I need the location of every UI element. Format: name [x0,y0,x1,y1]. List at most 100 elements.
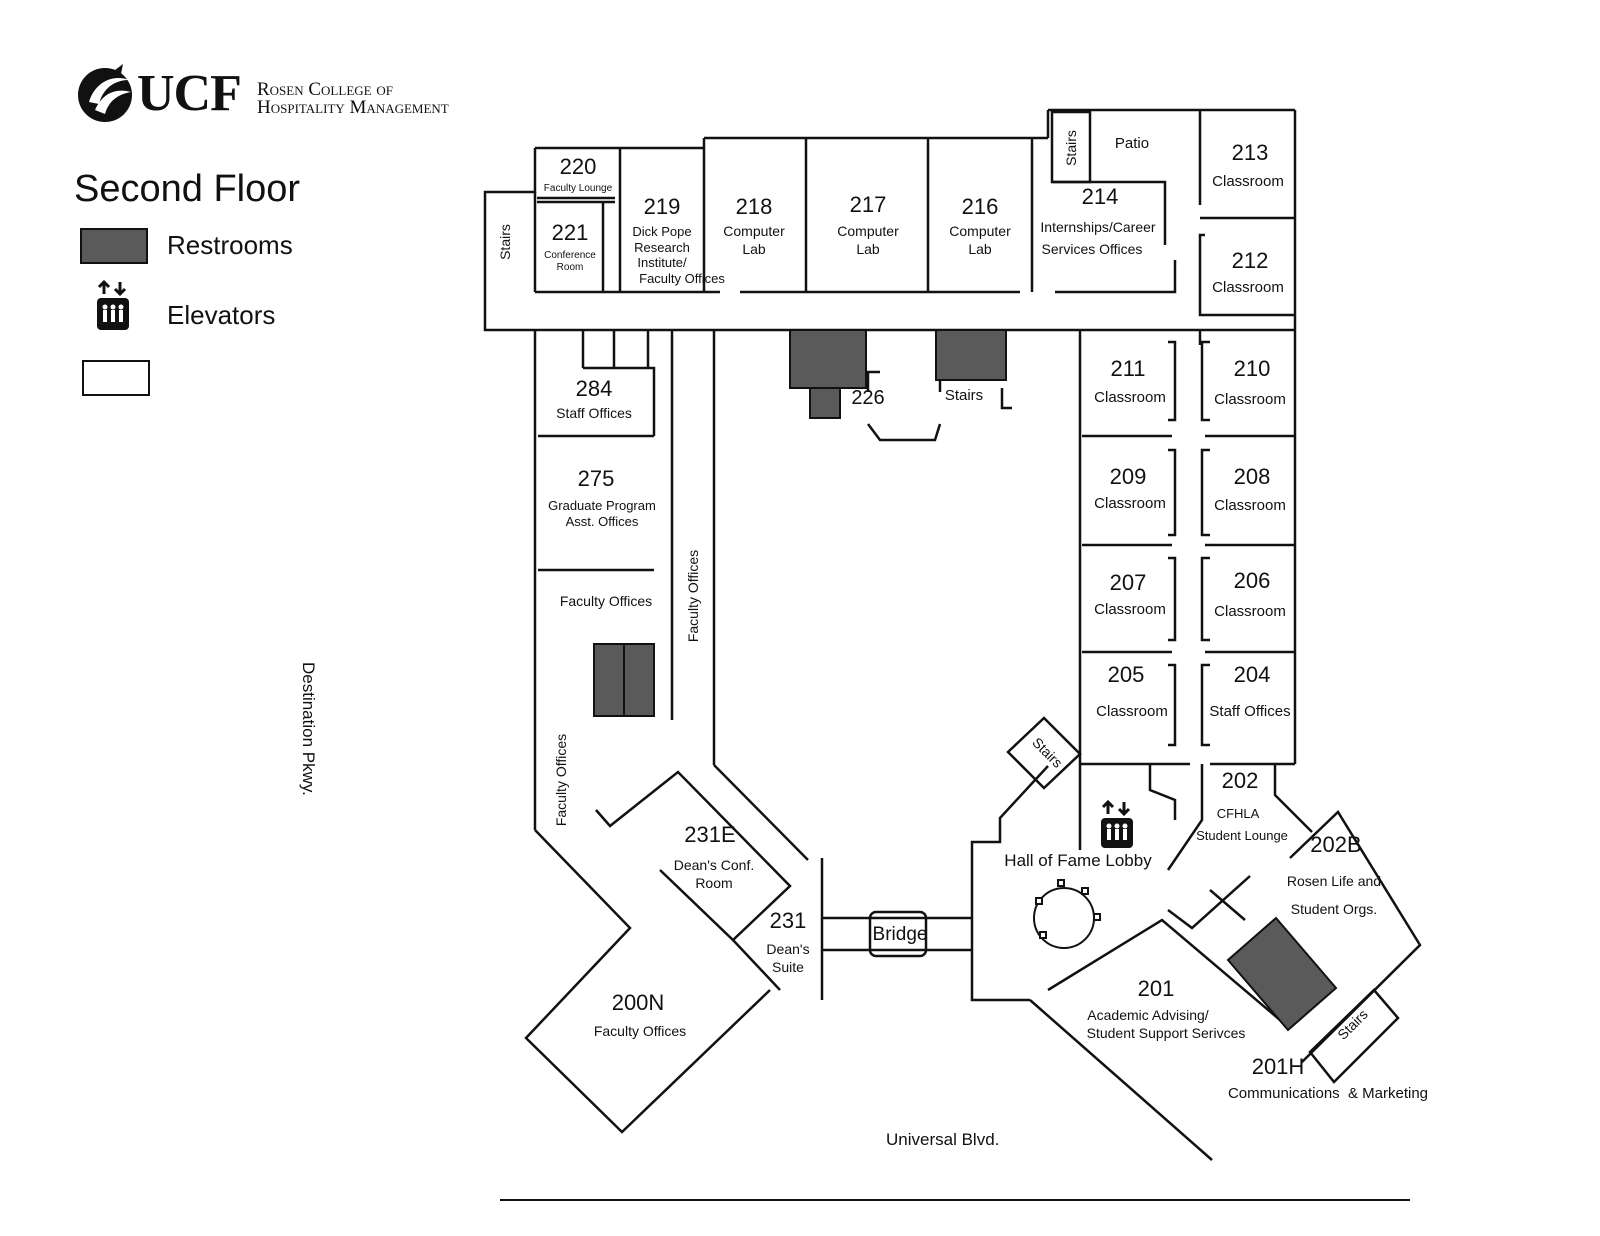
room-284-name: Staff Offices [556,405,632,421]
room-201-line2: Student Support Serivces [1087,1025,1246,1041]
room-202b-number: 202B [1310,832,1361,857]
room-205-name: Classroom [1096,703,1168,720]
faculty-offices-corridor-label: Faculty Offices [685,550,701,642]
room-204-number: 204 [1234,662,1271,687]
legend-restrooms-label: Restrooms [167,230,293,260]
room-218-number: 218 [736,194,773,219]
walls [483,108,1422,1161]
faculty-offices-west-label: Faculty Offices [560,593,652,609]
restroom-226-east [935,329,1007,381]
room-202b-line1: Rosen Life and [1287,873,1381,889]
room-213-number: 213 [1232,140,1269,165]
room-202-number: 202 [1222,768,1259,793]
room-218-line1: Computer [723,223,785,239]
logo-college-line1: Rosen College of [257,79,393,100]
room-205-number: 205 [1108,662,1145,687]
room-284-number: 284 [576,376,613,401]
ucf-pegasus-logo-icon [78,64,132,122]
room-231e-line2: Room [695,875,732,891]
room-212-number: 212 [1232,248,1269,273]
room-275-number: 275 [578,466,615,491]
room-214-line2: Services Offices [1042,241,1143,257]
room-212-name: Classroom [1212,279,1284,296]
room-220-number: 220 [560,154,597,179]
room-209-number: 209 [1110,464,1147,489]
room-221-line2: Room [557,262,584,273]
room-201-number: 201 [1138,976,1175,1001]
universal-blvd-label: Universal Blvd. [886,1130,1000,1149]
room-219-line2: Research [634,240,690,255]
room-201h-number: 201H [1252,1054,1305,1079]
room-219-line1: Dick Pope [632,224,691,239]
room-231-line1: Dean's [766,941,809,957]
room-231-line2: Suite [772,959,804,975]
restroom-se [1226,916,1338,1032]
room-275-line2: Asst. Offices [566,514,639,529]
restroom-226-west [789,329,867,389]
room-219-line3: Institute/ [637,255,687,270]
room-201-line1: Academic Advising/ [1087,1007,1209,1023]
room-213-name: Classroom [1212,173,1284,190]
hall-of-fame-lobby-label: Hall of Fame Lobby [1004,851,1152,870]
room-226-number: 226 [851,387,884,409]
room-217-line2: Lab [856,241,880,257]
room-201h-name: Communications & Marketing [1228,1085,1428,1102]
room-216-line1: Computer [949,223,1011,239]
room-231e-line1: Dean's Conf. [674,857,755,873]
faculty-offices-sw-label: Faculty Offices [553,734,569,826]
elevator-icon [1101,799,1133,848]
room-231-number: 231 [770,908,807,933]
room-200n-name: Faculty Offices [594,1023,686,1039]
room-221-line1: Conference [544,250,596,261]
room-216-line2: Lab [968,241,992,257]
room-275-line1: Graduate Program [548,498,656,513]
restroom-west-b [623,643,655,717]
legend-empty-swatch [82,360,150,396]
room-202-line2: Student Lounge [1196,828,1288,843]
room-217-line1: Computer [837,223,899,239]
college-logo: UCF Rosen College of Hospitality Managem… [75,62,545,124]
stairs-lobby-label: Stairs [1029,734,1066,771]
stairs-ne-label: Stairs [1063,130,1079,166]
room-217-number: 217 [850,192,887,217]
room-210-name: Classroom [1214,391,1286,408]
room-219-line4: Faculty Offices [639,271,725,286]
room-200n-number: 200N [612,990,665,1015]
room-labels: 220 Faculty Lounge Stairs 221 Conference… [497,130,1428,1102]
room-208-number: 208 [1234,464,1271,489]
logo-ucf-text: UCF [137,65,242,122]
logo-college-line2: Hospitality Management [257,97,449,118]
room-220-name: Faculty Lounge [544,183,613,194]
legend-elevators-label: Elevators [167,300,276,330]
room-202-line1: CFHLA [1217,806,1260,821]
elevator-icon [97,280,129,330]
room-211-name: Classroom [1094,389,1166,406]
room-214-line1: Internships/Career [1040,219,1156,235]
room-202b-line2: Student Orgs. [1291,901,1377,917]
lobby-table [1033,879,1101,949]
stairs-nw-label: Stairs [497,224,513,260]
room-219-number: 219 [644,194,681,219]
room-210-number: 210 [1234,356,1271,381]
room-211-number: 211 [1110,356,1145,381]
restroom-west-a [593,643,625,717]
room-214-number: 214 [1082,184,1119,209]
room-206-name: Classroom [1214,603,1286,620]
patio-label: Patio [1115,135,1149,152]
room-206-number: 206 [1234,568,1271,593]
room-204-name: Staff Offices [1209,703,1290,720]
room-231e-number: 231E [684,822,735,847]
room-208-name: Classroom [1214,497,1286,514]
room-209-name: Classroom [1094,495,1166,512]
bridge-label: Bridge [873,924,928,945]
legend-restroom-swatch [80,228,148,264]
restroom-226-small [809,387,841,419]
room-218-line2: Lab [742,241,766,257]
room-221-number: 221 [552,220,589,245]
restrooms [593,329,1338,1032]
room-216-number: 216 [962,194,999,219]
room-207-number: 207 [1110,570,1147,595]
floor-title: Second Floor [74,168,301,210]
stairs-226-label: Stairs [945,387,983,404]
